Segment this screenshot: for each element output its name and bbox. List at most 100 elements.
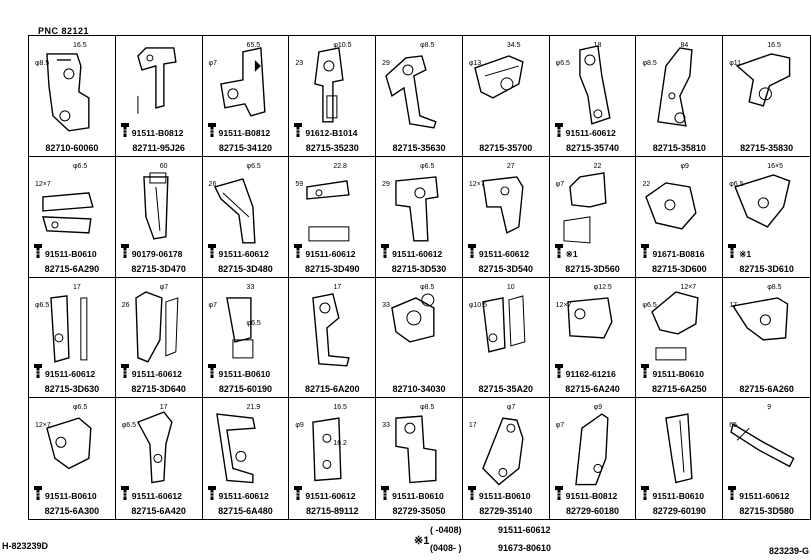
bolt-callout: 91511-60612 <box>554 122 616 138</box>
part-number: 82715-3D470 <box>131 263 186 274</box>
bolt-icon <box>120 486 129 500</box>
part-drawing <box>219 47 266 117</box>
bolt-callout: 91511-B0812 <box>554 485 617 501</box>
dimension-label: φ7 <box>555 180 565 188</box>
part-number: 82729-35140 <box>479 506 533 516</box>
part-number: 82715-35740 <box>566 142 620 153</box>
dimension-label: 16.5 <box>73 42 87 49</box>
bolt-callout: ※1 <box>727 243 751 259</box>
part-number: 82729-60190 <box>652 506 706 516</box>
dimension-label: 16.5 <box>333 404 347 412</box>
dimension-label: 17 <box>159 404 168 412</box>
bolt-callout: 91511-60612 <box>120 485 182 501</box>
dimension-label: φ6.5 <box>73 404 88 412</box>
bolt-part-number: 91511-B0610 <box>45 248 97 259</box>
dimension-label: φ7 <box>159 283 169 291</box>
bolt-icon <box>554 486 563 500</box>
part-number: 82715-3D600 <box>652 263 707 274</box>
bolt-callout: 91511-60612 <box>207 243 269 259</box>
bolt-icon <box>294 122 303 137</box>
dimension-label: φ6.5 <box>35 301 50 309</box>
part-drawing <box>482 175 524 234</box>
dimension-label: φ7 <box>555 422 565 430</box>
part-number: 82715-35230 <box>305 142 359 153</box>
part-number: 82715-3D610 <box>739 263 794 274</box>
bolt-icon <box>294 486 303 500</box>
part-drawing <box>306 179 350 242</box>
bolt-callout: 91511-B0610 <box>640 485 704 501</box>
part-number: 82715-60190 <box>218 384 272 395</box>
part-drawing <box>730 423 795 468</box>
bolt-icon <box>554 243 563 258</box>
dimension-label: 12×7 <box>468 180 485 188</box>
dimension-label: 84 <box>680 42 689 49</box>
bolt-icon <box>728 486 737 500</box>
dimension-label: 12×7 <box>35 180 51 188</box>
dimension-label: 12×7 <box>35 422 51 430</box>
bolt-icon <box>120 243 129 258</box>
bolt-part-number: 91612-B1014 <box>305 127 358 138</box>
part-number: 82715-34120 <box>218 142 272 153</box>
dimension-label: 17 <box>468 422 477 430</box>
dimension-label: 18 <box>593 42 602 49</box>
part-drawing <box>395 175 439 242</box>
legend-part-2: 91673-80610 <box>498 543 552 553</box>
dimension-label: φ8.5 <box>420 283 435 291</box>
bolt-icon <box>34 243 42 258</box>
part-number: 82729-60180 <box>566 506 620 516</box>
part-number: 82715-3D560 <box>565 263 620 274</box>
part-number: 82715-3D490 <box>304 263 360 274</box>
part-drawing <box>215 413 256 484</box>
part-number: 82715-6A290 <box>44 263 100 274</box>
bolt-callout: 91511-B0812 <box>207 122 270 138</box>
dimension-label: φ6.5 <box>555 60 570 67</box>
bolt-part-number: 91511-B0610 <box>392 491 444 501</box>
bolt-part-number: 91511-60612 <box>305 248 356 259</box>
bolt-callout: 91511-60612 <box>727 485 789 501</box>
bolt-icon <box>554 364 563 379</box>
bolt-icon <box>381 243 390 258</box>
dimension-label: 9 <box>767 404 772 412</box>
part-number: 82715-35A20 <box>478 384 534 395</box>
dimension-label: φ7 <box>506 404 516 412</box>
part-number: 82715-6A420 <box>131 506 186 516</box>
part-drawing <box>734 173 791 228</box>
bolt-callout: 91511-B0610 <box>33 243 97 259</box>
dimension-label: 22.8 <box>333 162 347 170</box>
part-number: 82715-3D630 <box>44 384 100 395</box>
dimension-label: 29 <box>382 60 390 67</box>
dimension-label: 23 <box>295 60 304 67</box>
bolt-callout: 91511-60612 <box>120 363 182 379</box>
bolt-icon <box>641 243 650 258</box>
bolt-callout: 91612-B1014 <box>293 122 357 138</box>
bolt-icon <box>554 122 563 137</box>
bolt-icon <box>34 486 42 500</box>
bolt-part-number: 91162-61216 <box>565 369 616 380</box>
part-drawing <box>651 290 700 360</box>
bolt-callout: 91511-60612 <box>293 243 356 259</box>
part-number: 82715-6A250 <box>652 384 707 395</box>
bolt-icon <box>207 486 216 500</box>
bolt-part-number: 91511-60612 <box>45 369 96 380</box>
legend-range-1: ( -0408) <box>430 525 462 535</box>
part-drawing <box>574 413 609 486</box>
part-number: 82715-35630 <box>392 142 446 153</box>
dimension-label: 65 <box>729 422 738 430</box>
part-cell: 91511-B0610 82729-60190 <box>636 398 724 519</box>
bolt-part-number: 91511-B0610 <box>218 369 271 380</box>
dimension-label: φ7 <box>208 60 217 67</box>
part-drawing <box>645 181 698 230</box>
bolt-icon <box>467 243 476 258</box>
bolt-part-number: ※1 <box>739 248 752 259</box>
part-drawing <box>42 191 94 234</box>
